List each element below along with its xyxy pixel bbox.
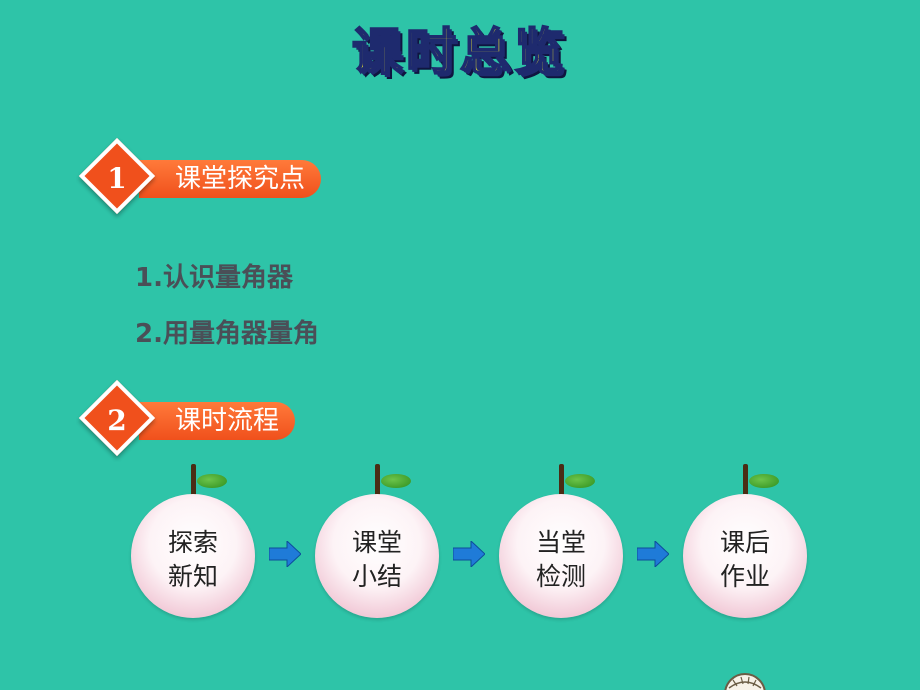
page-title: 课时总览 (351, 22, 568, 82)
flow-step-explore[interactable]: 探索新知 (131, 464, 255, 624)
stem (559, 464, 564, 496)
leaf-icon (565, 474, 595, 488)
flow-step-label: 课后作业 (719, 528, 770, 591)
point-2: 2.用量角器量角 (135, 319, 319, 349)
flow-step-homework[interactable]: 课后作业 (683, 464, 807, 624)
fruit-circle (683, 494, 807, 618)
section-2-label: 课时流程 (139, 402, 296, 440)
flow-step-label: 课堂小结 (351, 528, 402, 591)
stem (191, 464, 196, 496)
arrow-right-icon (269, 541, 301, 567)
section-1-label: 课堂探究点 (139, 160, 322, 198)
leaf-icon (749, 474, 779, 488)
section-1-number: 1 (107, 162, 127, 195)
flow-step-summary[interactable]: 课堂小结 (315, 464, 439, 624)
flow-step-label: 探索新知 (167, 528, 218, 591)
flow-step-label: 当堂检测 (535, 528, 586, 591)
point-1: 1.认识量角器 (135, 263, 293, 293)
leaf-icon (197, 474, 227, 488)
section-2-number: 2 (107, 404, 127, 437)
flow-step-test[interactable]: 当堂检测 (499, 464, 623, 624)
fruit-circle (499, 494, 623, 618)
stem (743, 464, 748, 496)
arrow-right-icon (453, 541, 485, 567)
fruit-circle (131, 494, 255, 618)
leaf-icon (381, 474, 411, 488)
decorative-ball-icon (724, 673, 766, 690)
stem (375, 464, 380, 496)
arrow-right-icon (637, 541, 669, 567)
fruit-circle (315, 494, 439, 618)
